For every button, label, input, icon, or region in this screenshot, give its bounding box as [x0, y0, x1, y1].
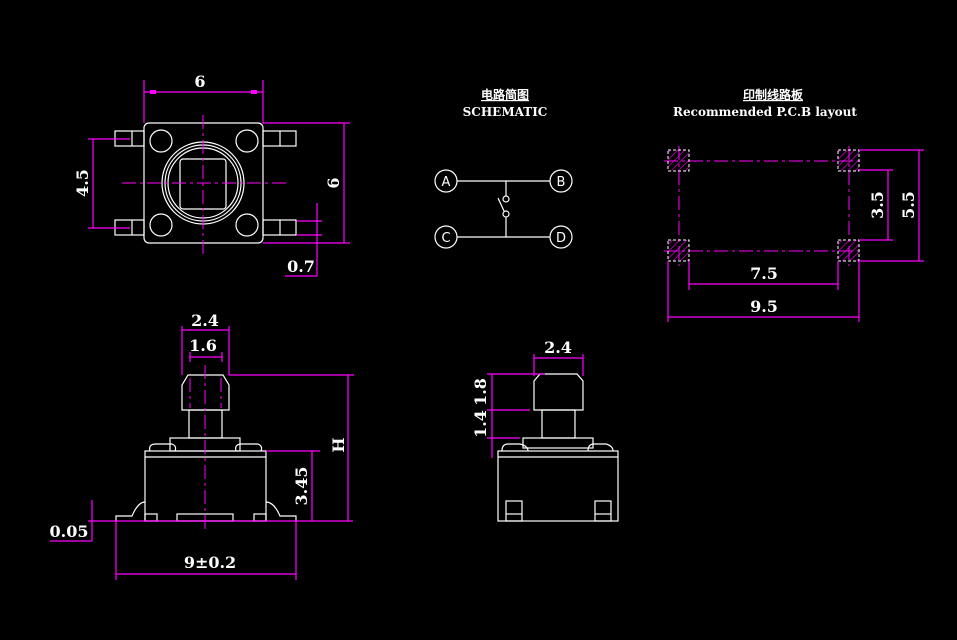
terminal-d [549, 225, 573, 249]
dim-height: 6 [324, 177, 343, 188]
dim-stem-width: 1.6 [189, 336, 217, 355]
dim-body-height: 3.45 [292, 467, 311, 506]
pcb-pads [667, 149, 860, 262]
terminal-d-label: D [556, 231, 566, 246]
dim-width: 6 [194, 72, 205, 91]
side-view: 2.4 1.6 H 3.45 0.05 9±0.2 [50, 311, 354, 580]
pcb-title-en: Recommended P.C.B layout [673, 105, 857, 119]
dim-pin-width: 0.7 [287, 257, 315, 276]
cap-outline [181, 374, 230, 411]
dim-pcb-inner-height: 3.5 [868, 191, 887, 219]
terminal-a [434, 169, 458, 193]
terminal-c [434, 225, 458, 249]
schematic: 电路简图 SCHEMATIC A B C D [434, 87, 573, 249]
terminal-a-label: A [442, 175, 451, 190]
pcb-layout: 印制线路板 Recommended P.C.B layout 3.5 5.5 7… [664, 87, 924, 322]
dim-stem-height: 1.4 [471, 410, 490, 438]
top-view: 6 4.5 6 0.7 [73, 72, 350, 277]
schematic-title-en: SCHEMATIC [463, 105, 548, 119]
terminal-b [549, 169, 573, 193]
dim-pin-pitch: 4.5 [73, 169, 92, 197]
dim-cap-width-2: 2.4 [544, 338, 572, 357]
dim-pcb-outer-height: 5.5 [899, 191, 918, 219]
terminal-c-label: C [441, 231, 450, 246]
pcb-title-cn: 印制线路板 [743, 87, 804, 102]
schematic-title-cn: 电路简图 [481, 87, 529, 102]
dim-foot-offset: 0.05 [50, 522, 89, 541]
dim-pcb-outer-width: 9.5 [750, 297, 778, 316]
dim-overall-length: 9±0.2 [184, 553, 236, 572]
dim-pcb-inner-width: 7.5 [750, 264, 778, 283]
terminal-b-label: B [557, 175, 566, 190]
side-view-2: 2.4 1.8 1.4 [471, 338, 619, 522]
dim-cap-height: 1.8 [471, 378, 490, 406]
dim-cap-width: 2.4 [191, 311, 219, 330]
dim-total-height: H [329, 437, 348, 452]
